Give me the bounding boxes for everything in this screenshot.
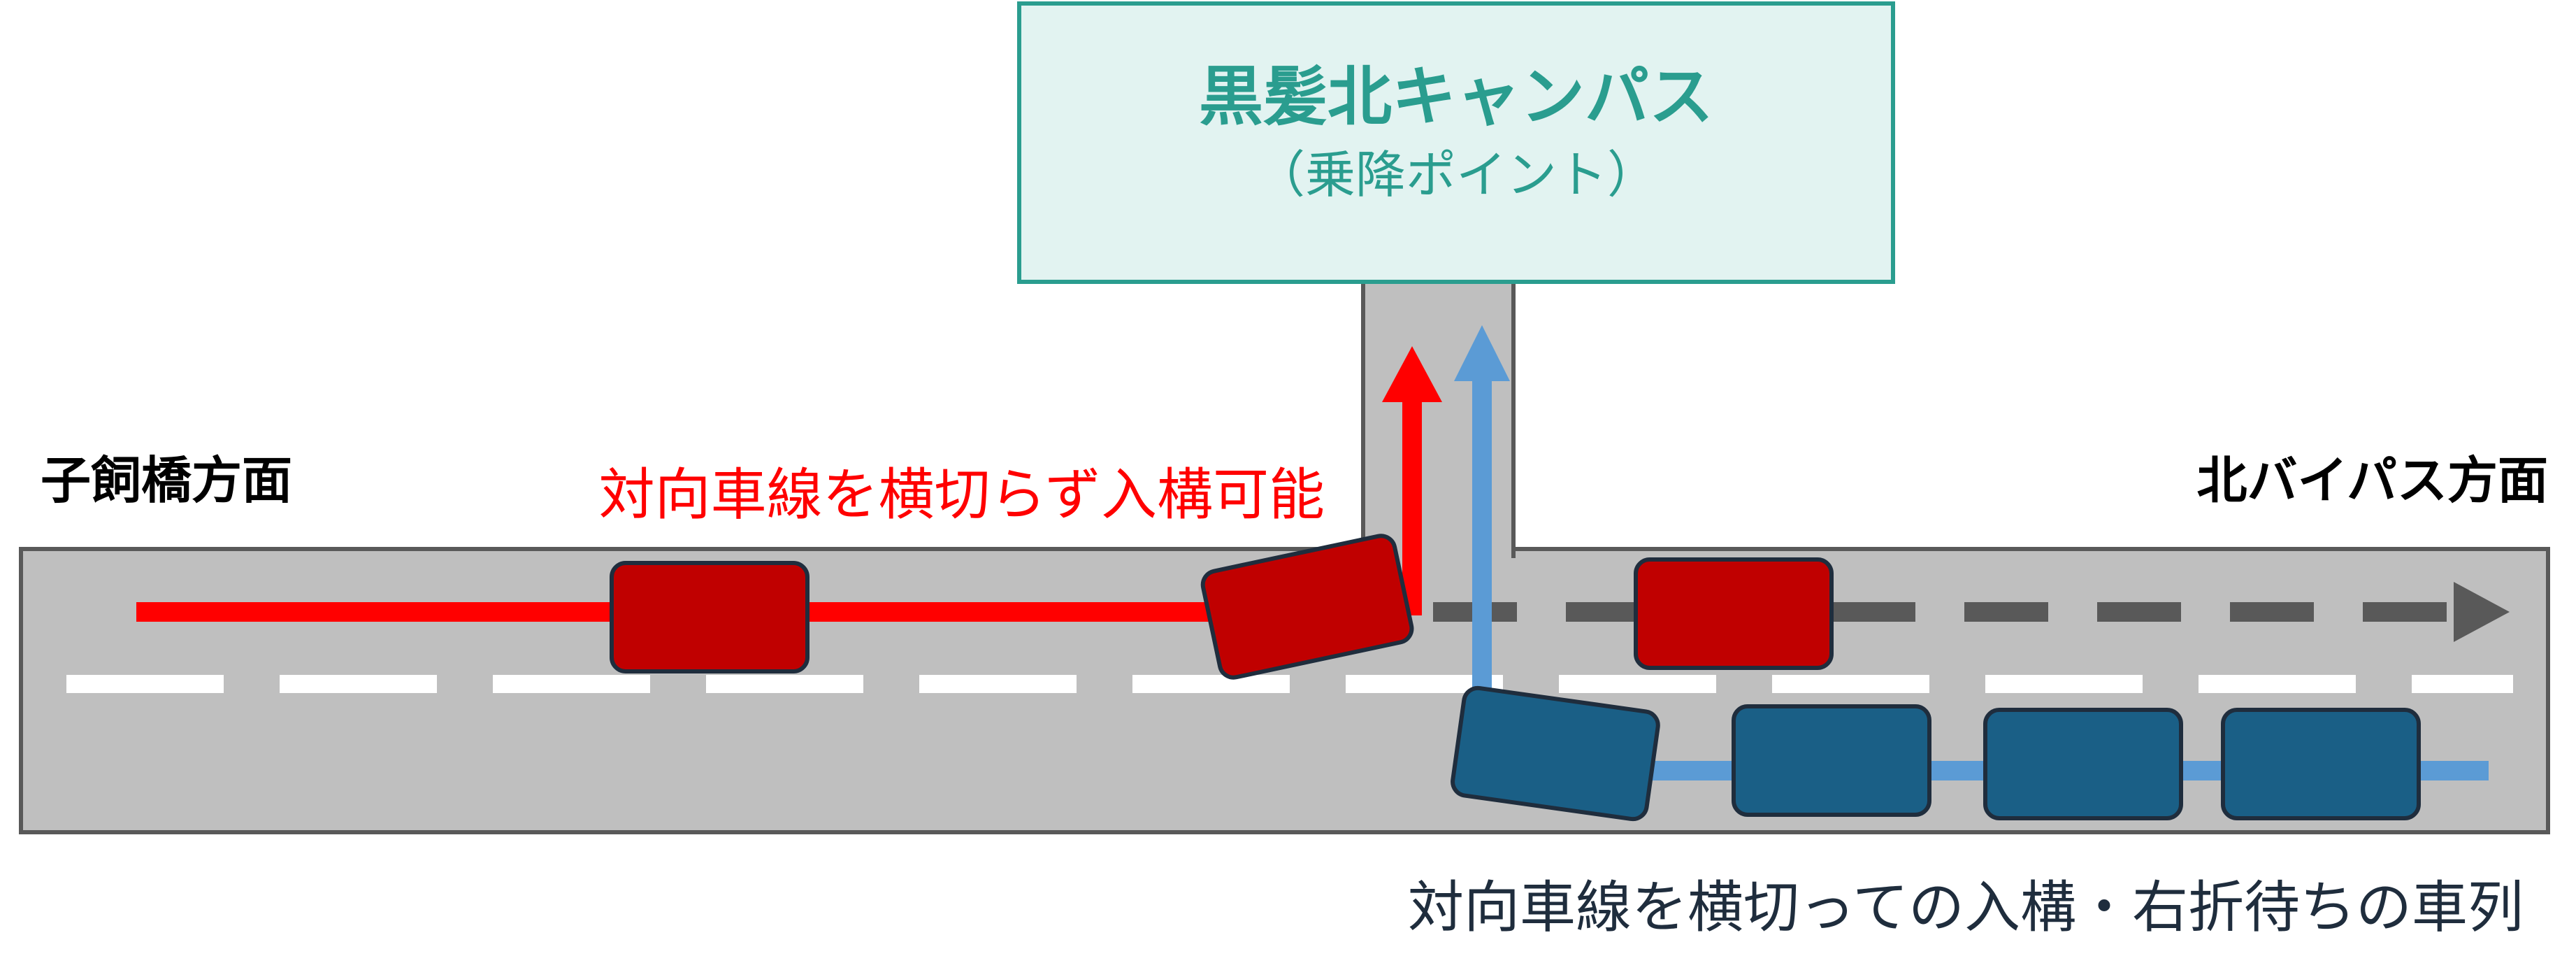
center-dash [280, 675, 437, 693]
gray-dash [2230, 602, 2314, 622]
gray-dash [2097, 602, 2181, 622]
right-direction-label: 北バイパス方面 [2196, 451, 2548, 510]
red-route-arrowhead [1382, 346, 1442, 402]
center-dash [1559, 675, 1716, 693]
left-direction-label: 子飼橋方面 [41, 451, 292, 510]
campus-title: 黒髪北キャンパス [1199, 59, 1713, 134]
center-dash [2199, 675, 2356, 693]
blue-queue-caption: 対向車線を横切っての入構・右折待ちの車列 [1408, 875, 2524, 940]
gray-dash [2363, 602, 2447, 622]
center-dash [1985, 675, 2143, 693]
campus-box [1017, 1, 1895, 284]
center-dash [2412, 675, 2513, 693]
blue-car-queue-2 [1983, 708, 2183, 820]
center-dash [1772, 675, 1929, 693]
gray-dash [1832, 602, 1915, 622]
center-dash [919, 675, 1077, 693]
blue-car-queue-3 [2221, 708, 2421, 820]
blue-car-turning [1451, 685, 1660, 822]
red-car-1 [610, 561, 810, 673]
blue-route-arrowhead [1454, 325, 1510, 381]
center-dash [493, 675, 650, 693]
blue-car-queue-1 [1732, 704, 1931, 817]
center-dash [66, 675, 224, 693]
campus-subtitle: （乗降ポイント） [1255, 145, 1657, 204]
red-car-turning [1200, 534, 1414, 680]
center-lane-dashes [66, 675, 2513, 693]
red-route-caption: 対向車線を横切らず入構可能 [599, 462, 1325, 527]
center-dash [706, 675, 863, 693]
gray-dash [1964, 602, 2048, 622]
red-car-3 [1634, 557, 1834, 670]
gray-lane-arrowhead [2454, 582, 2510, 642]
center-dash [1132, 675, 1290, 693]
